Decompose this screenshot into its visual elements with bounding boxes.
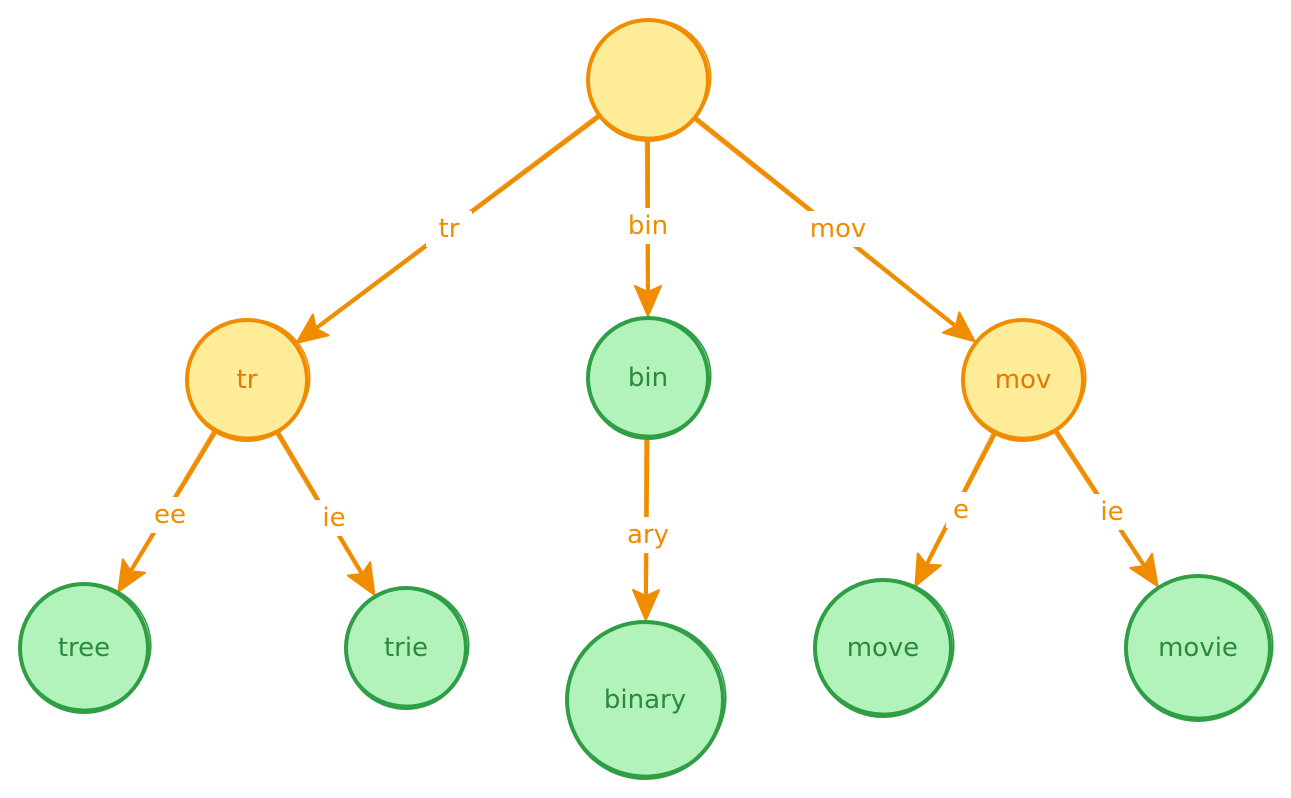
edge-tr-tree: ee <box>117 430 217 593</box>
edge-label: ie <box>322 503 345 533</box>
node-sketch-outline <box>345 586 470 707</box>
edge-label: ee <box>154 500 186 530</box>
node-move: move <box>813 578 955 718</box>
node-label: tr <box>237 365 258 395</box>
arrowhead <box>914 552 942 587</box>
edge-label-background <box>147 497 193 533</box>
node-root <box>586 18 712 142</box>
node-label: move <box>847 633 920 663</box>
arrowhead <box>632 588 661 622</box>
edge-label: e <box>953 495 969 525</box>
edge-label-background <box>617 208 679 244</box>
node-tr: tr <box>185 318 311 442</box>
edge-label-background <box>807 211 869 247</box>
node-bin: bin <box>586 316 712 440</box>
edge-label-background <box>1089 494 1135 530</box>
edge-label: tr <box>439 214 460 244</box>
node-trie: trie <box>344 586 470 710</box>
node-sketch-outline <box>566 620 727 777</box>
edge-label: ary <box>627 520 669 550</box>
node-sketch-outline <box>19 582 152 711</box>
edge-label: ie <box>1100 497 1123 527</box>
arrowhead <box>346 561 376 596</box>
arrowhead <box>295 313 330 344</box>
edge-root-bin: bin <box>617 140 679 317</box>
node-sketch-outline <box>962 318 1087 439</box>
edge-root-mov: mov <box>694 116 976 343</box>
node-movie: movie <box>1124 574 1274 722</box>
edge-label: mov <box>810 214 867 244</box>
edge-bin-binary: ary <box>617 437 679 622</box>
edge-label: bin <box>628 211 668 241</box>
node-label: movie <box>1158 633 1238 663</box>
edge-mov-move: e <box>914 432 997 587</box>
node-label: trie <box>384 633 428 663</box>
edge-label-background <box>426 211 472 247</box>
arrowhead <box>634 285 662 317</box>
node-sketch-outline <box>587 18 712 139</box>
node-sketch-outline <box>814 578 955 715</box>
edges-layer: tr bin mov ee ie ary e ie <box>117 114 1159 622</box>
edge-mov-movie: ie <box>1054 429 1159 588</box>
edge-label-background <box>946 492 976 528</box>
node-label: tree <box>58 633 110 663</box>
edge-label-background <box>617 517 679 553</box>
edge-root-tr: tr <box>295 114 601 344</box>
edge-tr-trie: ie <box>275 431 376 596</box>
node-label: binary <box>604 685 686 715</box>
node-sketch-outline <box>587 316 712 437</box>
node-sketch-outline <box>1125 574 1274 719</box>
arrowhead <box>942 311 976 343</box>
node-label: mov <box>995 365 1052 395</box>
node-sketch-outline <box>186 318 311 439</box>
arrowhead <box>117 558 146 593</box>
node-mov: mov <box>961 318 1087 442</box>
node-tree: tree <box>18 582 152 714</box>
node-label: bin <box>628 363 668 393</box>
node-binary: binary <box>565 620 727 780</box>
edge-label-background <box>311 500 357 536</box>
arrowhead <box>1129 552 1159 588</box>
